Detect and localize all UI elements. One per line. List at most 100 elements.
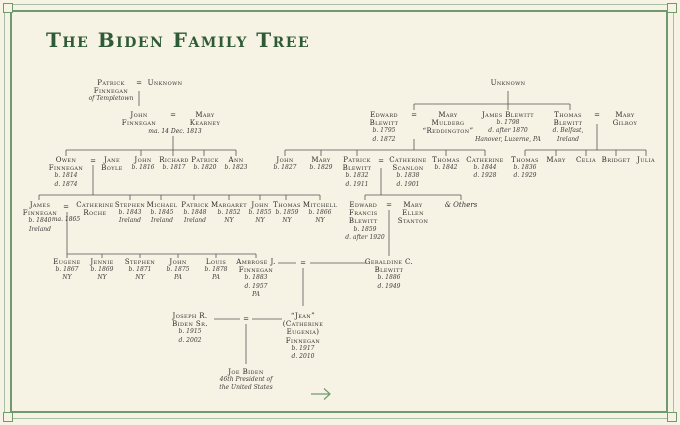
person-name: Edward Blewitt — [369, 111, 399, 128]
person-dates: Ireland — [119, 217, 141, 225]
person-dates: d. Belfast, — [552, 127, 584, 135]
person-name: Joe Biden — [228, 368, 264, 376]
person-dates: d. after 1920 — [345, 233, 385, 241]
person-dates: d. 1901 — [396, 180, 420, 188]
person-name: Bridget — [601, 156, 631, 164]
person-margaret-1852: Margaret b. 1852 NY — [211, 201, 247, 226]
person-name: Joseph R. Biden Sr. — [172, 312, 208, 329]
person-louis-1878: Louis b. 1878 PA — [205, 258, 228, 283]
person-dates: b. 1836 — [513, 164, 537, 172]
person-dates: d. 1874 — [54, 180, 78, 188]
person-dates: b. 1915 — [178, 328, 202, 336]
person-name: Jane Boyle — [101, 156, 123, 173]
person-john-1827: John b. 1827 — [274, 156, 297, 172]
person-dates: the United States — [219, 384, 273, 392]
person-dates: b. 1840 — [28, 217, 52, 225]
person-john-1855: John b. 1855 NY — [249, 201, 272, 226]
person-dates: b. 1817 — [162, 164, 186, 172]
person-name: Michael — [146, 201, 178, 209]
person-dates: Hanover, Luzerne, PA — [475, 135, 541, 143]
person-name: John Finnegan — [121, 111, 157, 128]
person-bridget: Bridget — [602, 156, 631, 164]
person-name: Stephen — [124, 258, 156, 266]
person-michael-1845: Michael b. 1845 Ireland — [147, 201, 178, 226]
person-jane-boyle: Jane Boyle — [97, 156, 127, 172]
person-name: Richard — [159, 156, 189, 164]
person-dates: PA — [212, 274, 220, 282]
person-name: James Blewitt — [481, 111, 535, 119]
person-james-blewitt: James Blewitt b. 1798 d. after 1870 Hano… — [475, 111, 541, 144]
person-dates: b. 1827 — [273, 164, 297, 172]
person-dates: b. 1816 — [131, 164, 155, 172]
corner-ornament — [3, 3, 13, 13]
person-dates: d. 1957 — [244, 282, 268, 290]
person-stephen-1843: Stephen b. 1843 Ireland — [115, 201, 145, 226]
person-jennie-1869: Jennie b. 1869 NY — [90, 258, 113, 283]
person-name: Jennie — [90, 258, 114, 266]
person-dates: b. 1869 — [90, 266, 114, 274]
person-name: Margaret — [210, 201, 248, 209]
person-edward-francis-blewitt: Edward Francis Blewitt b. 1859 d. after … — [345, 201, 384, 242]
person-dates: d. after 1870 — [488, 127, 528, 135]
person-dates: b. 1867 — [55, 266, 79, 274]
person-mary-gilroy: Mary Gilroy — [608, 111, 642, 127]
marriage-date: ma. 1865 — [51, 216, 81, 223]
person-richard-1817: Richard b. 1817 — [159, 156, 189, 172]
corner-ornament — [667, 3, 677, 13]
person-mary-1829: Mary b. 1829 — [310, 156, 333, 172]
person-dates: b. 1823 — [224, 164, 248, 172]
person-dates: PA — [174, 274, 182, 282]
person-dates: b. 1814 — [54, 172, 78, 180]
person-celia: Celia — [576, 156, 596, 164]
person-catherine-roche: Catherine Roche — [75, 201, 115, 217]
person-dates: b. 1917 — [291, 344, 315, 352]
corner-ornament — [667, 412, 677, 422]
person-dates: b. 1871 — [128, 266, 152, 274]
person-name: Edward Francis Blewitt — [348, 201, 378, 226]
person-name: Owen Finnegan — [48, 156, 84, 173]
person-dates: d. 1929 — [513, 172, 537, 180]
person-dates: b. 1883 — [244, 274, 268, 282]
person-name: Geraldine C. Blewitt — [364, 258, 414, 275]
person-name: Thomas — [273, 201, 301, 209]
person-mary-kearney: Mary Kearney — [183, 111, 227, 127]
person-john-1875: John b. 1875 PA — [167, 258, 190, 283]
person-dates: Ireland — [557, 135, 579, 143]
arrow-right-icon[interactable] — [310, 387, 332, 401]
person-joe-biden: Joe Biden 46th President of the United S… — [219, 368, 272, 393]
person-thomas-blewitt: Thomas Blewitt d. Belfast, Ireland — [550, 111, 586, 144]
marriage-symbol: = — [170, 111, 176, 119]
inner-border — [10, 10, 668, 413]
person-dates: b. 1848 — [183, 209, 207, 217]
person-dates: b. 1843 — [118, 209, 142, 217]
person-dates: b. 1859 — [275, 209, 299, 217]
marriage-date: ma. 14 Dec. 1813 — [148, 128, 202, 135]
person-unknown-blewitt: Unknown — [491, 79, 526, 87]
person-name: Catherine — [466, 156, 504, 164]
marriage-symbol: = — [300, 259, 306, 267]
person-patrick-finnegan: Patrick Finnegan of Templetown — [82, 79, 140, 104]
person-name: Mitchell — [302, 201, 338, 209]
person-name: Ann — [228, 156, 244, 164]
person-name: Julia — [637, 156, 655, 164]
person-catherine-scanlon: Catherine Scanlon b. 1838 d. 1901 — [386, 156, 430, 189]
corner-ornament — [3, 412, 13, 422]
person-name: Patrick — [191, 156, 219, 164]
person-name: Catherine Roche — [76, 201, 114, 218]
person-dates: d. 1911 — [345, 180, 369, 188]
person-name: Mary Mulderg “Reddington” — [422, 111, 474, 136]
marriage-symbol: = — [63, 203, 69, 211]
person-name: Stephen — [114, 201, 146, 209]
person-thomas-1836: Thomas b. 1836 d. 1929 — [511, 156, 539, 181]
person-john-1816: John b. 1816 — [132, 156, 155, 172]
person-dates: b. 1842 — [434, 164, 458, 172]
person-dates: 46th President of — [219, 376, 273, 384]
person-dates: Ireland — [29, 225, 51, 233]
person-dates: b. 1795 — [372, 127, 396, 135]
person-ambrose-finnegan: Ambrose J. Finnegan b. 1883 d. 1957 PA — [233, 258, 279, 299]
person-jean-finnegan: “Jean” (Catherine Eugenia) Finnegan b. 1… — [280, 312, 326, 361]
person-mary-mulderg: Mary Mulderg “Reddington” — [422, 111, 474, 136]
person-stephen-1871: Stephen b. 1871 NY — [125, 258, 155, 283]
person-joseph-biden-sr: Joseph R. Biden Sr. b. 1915 d. 2002 — [165, 312, 215, 345]
